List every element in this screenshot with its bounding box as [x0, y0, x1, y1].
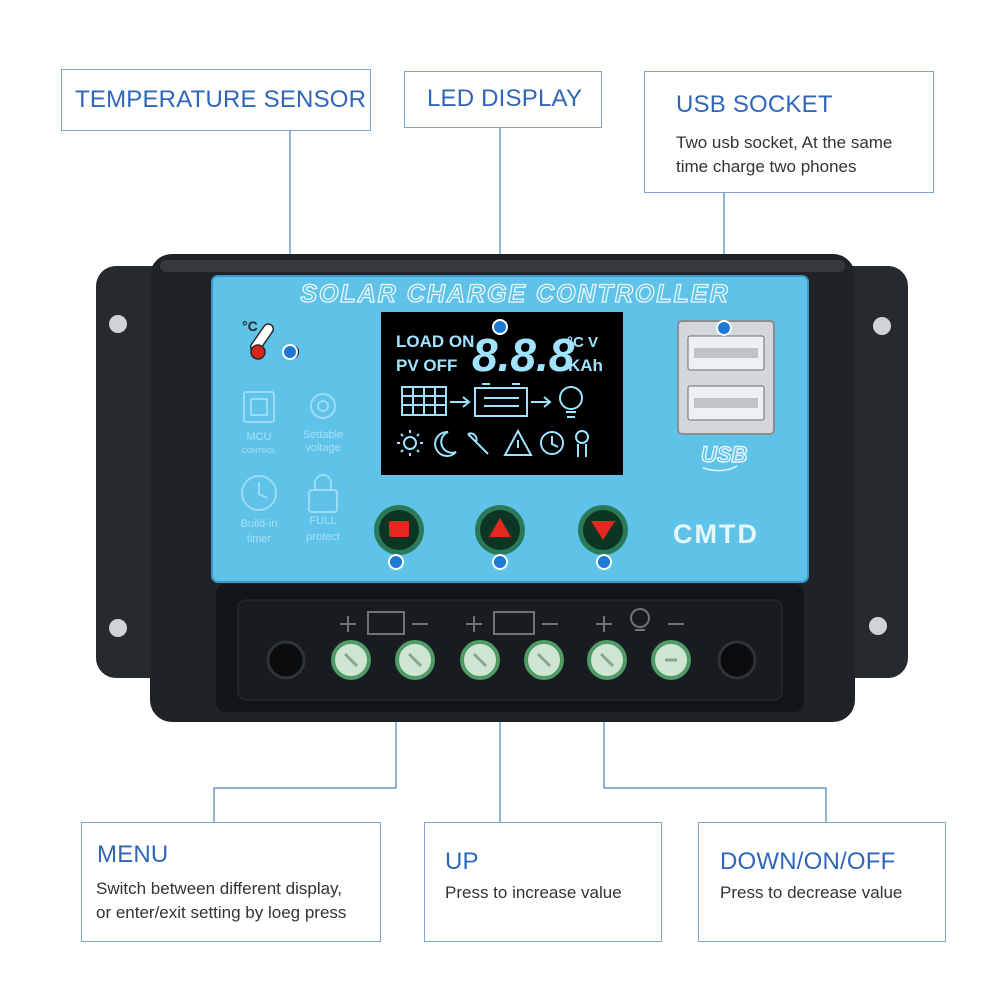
callout-menu: MENU Switch between different display, o… — [81, 822, 381, 942]
settable-label: Settable — [303, 429, 343, 441]
callout-title: TEMPERATURE SENSOR — [75, 86, 367, 113]
lcd-solar-panel-icon — [401, 386, 447, 416]
voltage-label: voltage — [305, 442, 340, 454]
lcd-clock-icon — [540, 431, 564, 455]
lcd-digits: 8.8.8 — [472, 329, 575, 381]
marker-dot-up — [492, 554, 508, 570]
mount-hole-icon — [873, 317, 891, 335]
callout-title: DOWN/ON/OFF — [720, 848, 896, 875]
marker-dot-down — [596, 554, 612, 570]
menu-button — [374, 505, 424, 555]
callout-description-line: Press to increase value — [445, 883, 622, 902]
lcd-load-on: LOAD ON — [396, 332, 474, 351]
cable-hole-right — [717, 640, 757, 680]
callout-title: MENU — [97, 841, 169, 868]
callout-description-line: Press to decrease value — [720, 883, 903, 902]
callout-up: UP Press to increase value — [424, 822, 662, 942]
cable-hole-left — [266, 640, 306, 680]
terminal-bulb-icon — [630, 608, 650, 628]
callout-led-display: LED DISPLAY — [404, 71, 602, 128]
protect-label: FULL — [310, 515, 337, 527]
lcd-unit-top: °C V — [567, 334, 598, 351]
callout-title: UP — [445, 848, 479, 875]
mount-hole-icon — [869, 617, 887, 635]
callout-down-on-off: DOWN/ON/OFF Press to decrease value — [698, 822, 946, 942]
lcd-battery-icon — [474, 383, 528, 417]
lcd-pv-off: PV OFF — [396, 356, 457, 375]
brand-label: CMTD — [673, 519, 759, 549]
up-button — [475, 505, 525, 555]
mcu-label: MCU — [246, 431, 271, 443]
callout-description-line: Switch between different display, — [96, 879, 343, 898]
lcd-moon-icon — [434, 430, 457, 457]
timer-label: Build-in — [241, 518, 278, 530]
callout-description-line: time charge two phones — [676, 157, 857, 176]
terminal-battery-icon — [493, 611, 535, 635]
protect-sublabel: protect — [306, 531, 340, 543]
callout-temperature-sensor: TEMPERATURE SENSOR — [61, 69, 371, 131]
marker-dot-temp — [282, 344, 298, 360]
terminal-solar-icon — [367, 611, 405, 635]
mount-hole-icon — [109, 315, 127, 333]
lcd-wrench-icon — [467, 432, 489, 455]
down-on-off-button — [578, 505, 628, 555]
marker-dot-usb — [716, 320, 732, 336]
mount-hole-icon — [109, 619, 127, 637]
marker-dot-menu — [388, 554, 404, 570]
lcd-unit-bottom: KAh — [568, 356, 603, 375]
usb-logo: USB — [701, 442, 748, 467]
callout-description-line: Two usb socket, At the same — [676, 133, 893, 152]
marker-dot-led — [492, 319, 508, 335]
lcd-sun-icon — [397, 430, 423, 456]
lcd-load-icon — [575, 430, 589, 457]
callout-description-line: or enter/exit setting by loeg press — [96, 903, 347, 922]
callout-usb-socket: USB SOCKET Two usb socket, At the same t… — [644, 71, 934, 193]
timer-sublabel: timer — [247, 533, 272, 545]
lcd-warning-icon — [503, 428, 533, 456]
svg-text:°C: °C — [242, 318, 258, 334]
panel-title: SOLAR CHARGE CONTROLLER — [300, 280, 729, 308]
lcd-bulb-icon — [559, 386, 583, 418]
mcu-sublabel: CONTROL — [242, 448, 276, 455]
lcd-screen — [381, 312, 623, 475]
thermometer-icon: °C — [242, 318, 275, 360]
callout-title: LED DISPLAY — [427, 85, 583, 112]
callout-title: USB SOCKET — [676, 91, 833, 118]
